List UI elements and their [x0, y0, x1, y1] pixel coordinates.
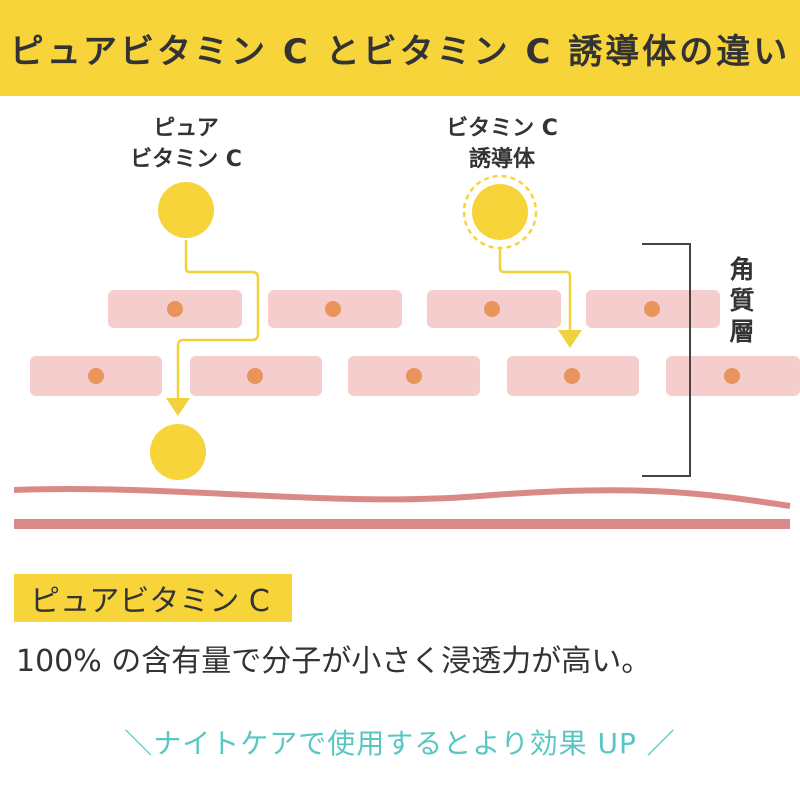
cell-nucleus — [484, 301, 500, 317]
stratum-corneum-label-1: 角 — [729, 255, 754, 284]
title-bar: ピュアビタミン C とビタミン C 誘導体の違い — [0, 0, 800, 96]
section-heading-text: ピュアビタミン C — [30, 584, 270, 619]
derivative-molecule — [472, 184, 528, 240]
cell-nucleus — [247, 368, 263, 384]
stratum-corneum-label-3: 層 — [729, 317, 754, 346]
pure-vitamin-c-label-1: ピュア — [153, 116, 219, 141]
pure-vitamin-c-path — [176, 240, 260, 398]
cell-row-top — [108, 290, 720, 328]
section-heading: ピュアビタミン C — [14, 574, 292, 622]
derivative-path — [498, 248, 572, 330]
derivative-arrowhead — [558, 330, 582, 348]
pure-vitamin-c-arrowhead — [166, 398, 190, 416]
pure-vitamin-c-molecule — [158, 182, 214, 238]
night-care-slogan: ＼ナイトケアで使用するとより効果 UP ／ — [124, 727, 676, 760]
derivative-label-1: ビタミン C — [446, 116, 558, 141]
skin-diagram: ピュア ビタミン C ビタミン C 誘導体 角 質 層 — [13, 116, 800, 529]
cell-nucleus — [724, 368, 740, 384]
stratum-corneum-bracket — [642, 243, 691, 477]
derivative-label-2: 誘導体 — [469, 146, 536, 172]
cell-nucleus — [406, 368, 422, 384]
pure-vitamin-c-label-2: ビタミン C — [130, 147, 242, 172]
pure-vitamin-c-absorbed — [150, 424, 206, 480]
skin-membrane-wavy — [13, 486, 791, 509]
cell-nucleus — [644, 301, 660, 317]
cell-nucleus — [564, 368, 580, 384]
cell-nucleus — [88, 368, 104, 384]
page-title: ピュアビタミン C とビタミン C 誘導体の違い — [9, 31, 791, 72]
cell-nucleus — [325, 301, 341, 317]
stratum-corneum-label-2: 質 — [729, 286, 754, 315]
cell-row-bottom — [30, 356, 800, 396]
section-description: 100% の含有量で分子が小さく浸透力が高い。 — [16, 644, 652, 679]
cell-nucleus — [167, 301, 183, 317]
